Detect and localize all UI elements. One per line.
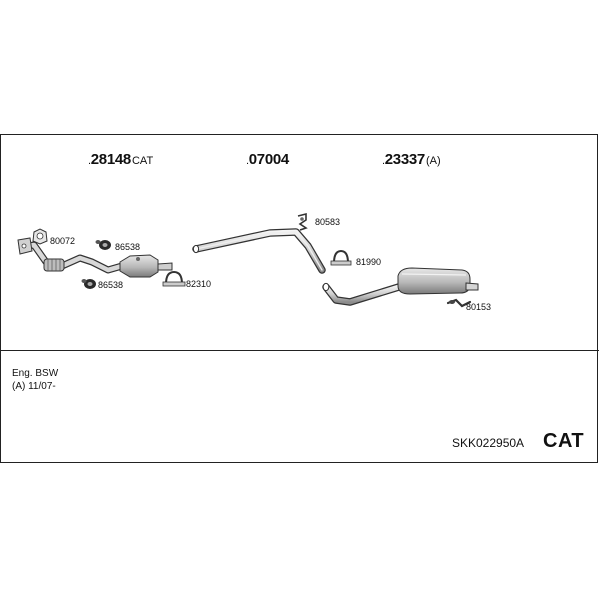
- group-number-text: 28148: [90, 151, 132, 168]
- group-number-text: 07004: [248, 151, 290, 168]
- category-label: CAT: [543, 430, 585, 452]
- clamp-81990: [330, 249, 352, 266]
- group-prefix: .: [382, 155, 385, 167]
- group-number-catalyst: .28148CAT: [88, 151, 153, 168]
- group-suffix: (A): [425, 155, 441, 167]
- part-label-80153: 80153: [466, 302, 492, 312]
- part-label-81990: 81990: [356, 257, 382, 267]
- part-label-86538-b: 86538: [98, 280, 124, 290]
- group-number-middle-pipe: .07004: [246, 151, 290, 168]
- part-label-82310: 82310: [186, 279, 212, 289]
- rear-silencer: [322, 267, 479, 306]
- section-divider: [1, 350, 599, 351]
- part-label-80072: 80072: [50, 236, 76, 246]
- middle-pipe: [192, 228, 326, 274]
- engine-note: Eng. BSW: [12, 368, 59, 379]
- hanger-80153: [446, 298, 472, 308]
- variant-note: (A) 11/07-: [12, 381, 56, 392]
- rubber-mount-86538-a: [95, 240, 111, 250]
- front-pipe-catalyst: [17, 237, 173, 278]
- part-label-86538-a: 86538: [115, 242, 141, 252]
- gasket-80072: [32, 228, 48, 245]
- kit-code: SKK022950A: [452, 436, 525, 450]
- group-number-rear-silencer: .23337(A): [382, 151, 441, 168]
- group-suffix: CAT: [131, 155, 154, 167]
- group-number-text: 23337: [384, 151, 426, 168]
- clamp-82310: [162, 270, 186, 287]
- rubber-mount-86538-b: [81, 279, 96, 289]
- diagram-frame: [0, 134, 599, 463]
- group-prefix: .: [246, 155, 249, 167]
- part-label-80583: 80583: [315, 217, 341, 227]
- mount-80583: [297, 212, 308, 231]
- group-prefix: .: [88, 155, 91, 167]
